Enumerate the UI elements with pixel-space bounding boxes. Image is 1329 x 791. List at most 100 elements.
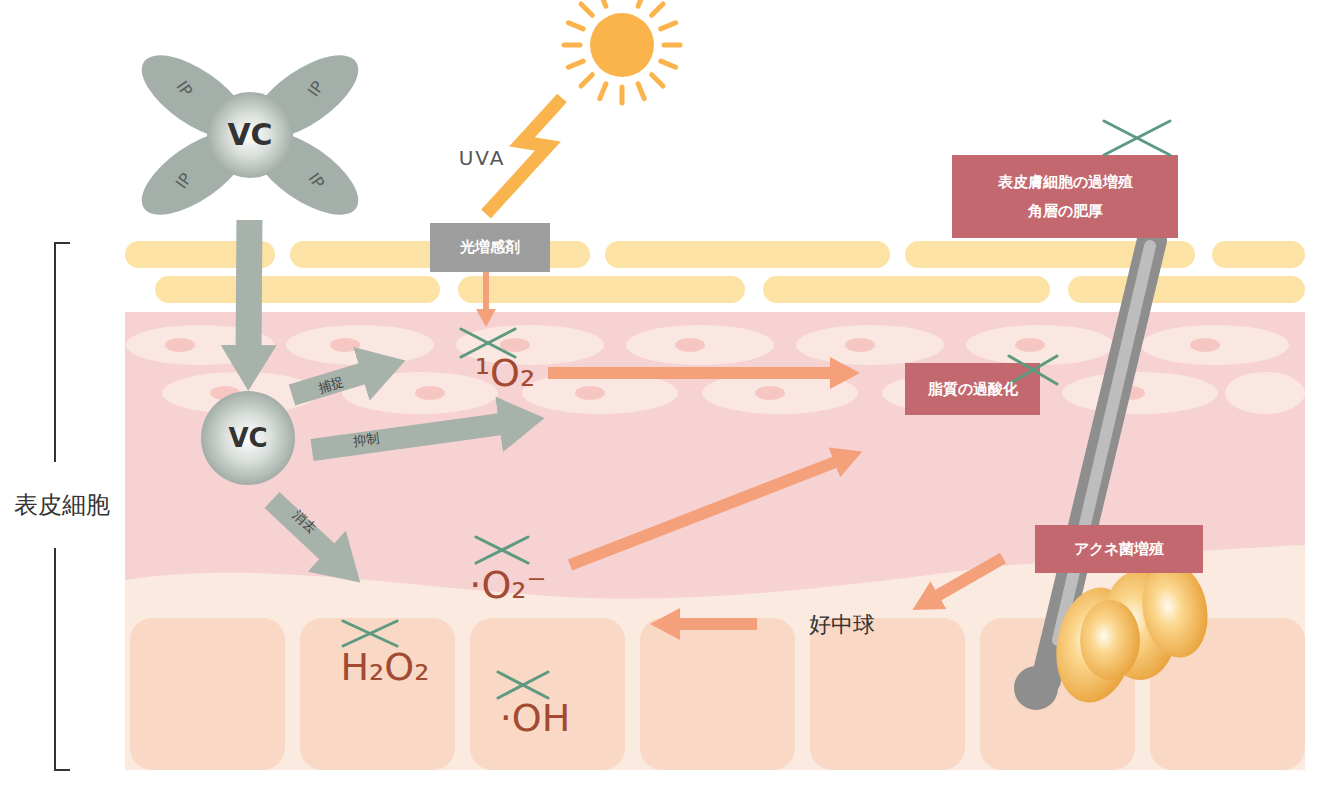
layer-bracket xyxy=(55,243,70,462)
molecule-core xyxy=(207,92,293,178)
basal-layer xyxy=(130,618,285,770)
action-label: 捕捉 xyxy=(317,375,346,395)
spinous-layer xyxy=(796,325,944,365)
spinous-layer xyxy=(575,386,605,400)
sun-symbol xyxy=(620,87,625,103)
sun-symbol xyxy=(661,23,676,29)
sun-symbol xyxy=(600,84,606,99)
effect-box: 脂質の過酸化 xyxy=(905,363,1040,415)
basal-layer xyxy=(300,618,455,770)
basal-layer xyxy=(470,618,625,770)
spinous-layer xyxy=(1062,372,1218,414)
species-label: H₂O₂ xyxy=(341,648,430,686)
sun-symbol xyxy=(568,23,583,29)
node-text: VC xyxy=(227,120,272,150)
sebaceous-gland xyxy=(1080,600,1140,680)
layer-label: 表皮細胞 xyxy=(14,493,110,517)
reaction-arrow xyxy=(676,618,757,630)
species-label: ·O₂⁻ xyxy=(469,566,546,604)
cross-mark xyxy=(476,537,528,563)
effect-box: アクネ菌増殖 xyxy=(1035,525,1203,573)
sebaceous-gland xyxy=(1048,557,1215,709)
stratum-corneum xyxy=(155,276,440,303)
cross-mark xyxy=(498,672,548,698)
stratum-corneum xyxy=(605,241,890,268)
spinous-layer xyxy=(755,386,785,400)
sun-symbol xyxy=(638,0,644,6)
stratum-corneum xyxy=(1212,241,1305,268)
sun-symbol xyxy=(664,43,680,48)
cross-mark xyxy=(343,621,397,646)
sun-symbol xyxy=(581,4,592,15)
cross-mark xyxy=(1009,356,1057,384)
spinous-layer xyxy=(626,325,774,365)
spinous-layer xyxy=(286,325,434,365)
effect-box: 表皮膚細胞の過増殖 角層の肥厚 xyxy=(952,155,1178,238)
sun-symbol xyxy=(638,84,644,99)
spinous-layer xyxy=(966,325,1114,365)
spinous-layer xyxy=(1190,338,1220,352)
sun-symbol xyxy=(568,61,583,67)
action-arrow xyxy=(312,423,509,450)
action-label: 消去 xyxy=(291,508,319,535)
sun-symbol xyxy=(564,43,580,48)
basal-layer xyxy=(640,618,795,770)
sun-symbol xyxy=(652,75,663,86)
sun-symbol xyxy=(600,0,606,6)
reaction-arrow xyxy=(935,558,1003,597)
action-arrow xyxy=(272,500,334,558)
sun-symbol xyxy=(652,4,663,15)
node-text: 脂質の過酸化 xyxy=(928,375,1018,404)
sebaceous-gland xyxy=(1135,557,1215,663)
species-label: ¹O₂ xyxy=(475,354,535,392)
node-text: VC xyxy=(228,425,267,451)
spinous-layer xyxy=(1225,372,1305,414)
sun-symbol xyxy=(564,0,680,103)
spinous-layer xyxy=(1141,325,1289,365)
spinous-layer xyxy=(165,338,195,352)
node-text: 光増感剤 xyxy=(460,233,520,262)
cross-mark xyxy=(476,537,528,563)
spinous-layer xyxy=(1015,338,1045,352)
cross-mark xyxy=(461,329,515,357)
spinous-layer xyxy=(165,338,1220,400)
circle-fill xyxy=(201,391,295,485)
node-text: アクネ菌増殖 xyxy=(1074,535,1164,564)
cross-mark xyxy=(343,121,1170,698)
spinous-layer xyxy=(845,338,875,352)
cross-mark xyxy=(1104,121,1170,155)
basal-layer xyxy=(810,618,965,770)
agent-box: 光増感剤 xyxy=(430,223,550,272)
action-label: 抑制 xyxy=(352,432,380,448)
reaction-arrow xyxy=(548,367,834,379)
cell-label: 好中球 xyxy=(809,614,875,636)
stratum-corneum xyxy=(458,276,745,303)
spinous-layer xyxy=(415,386,445,400)
reaction-arrow xyxy=(483,272,489,311)
cross-mark xyxy=(1104,121,1170,155)
species-label: ·OH xyxy=(500,699,571,737)
cross-mark xyxy=(498,672,548,698)
cross-mark xyxy=(1009,356,1057,384)
hair-follicle xyxy=(1014,666,1058,710)
reaction-arrow xyxy=(486,272,1003,624)
layer-bracket xyxy=(55,548,70,770)
light-label: UVA xyxy=(459,148,506,168)
sun-symbol xyxy=(581,75,592,86)
spinous-layer xyxy=(675,338,705,352)
vc-ip-molecule: IPIPVCIPIP xyxy=(140,50,360,220)
action-arrow xyxy=(272,371,509,558)
vc-circle: VC xyxy=(201,391,295,485)
node-text: 表皮膚細胞の過増殖 角層の肥厚 xyxy=(962,168,1168,225)
cross-mark xyxy=(343,621,397,646)
spinous-layer xyxy=(330,338,360,352)
cross-mark xyxy=(461,329,515,357)
flow-arrow xyxy=(236,220,263,355)
sun-symbol xyxy=(590,13,654,77)
sun-symbol xyxy=(661,61,676,67)
stratum-corneum xyxy=(763,276,1050,303)
reaction-arrow xyxy=(570,461,838,565)
